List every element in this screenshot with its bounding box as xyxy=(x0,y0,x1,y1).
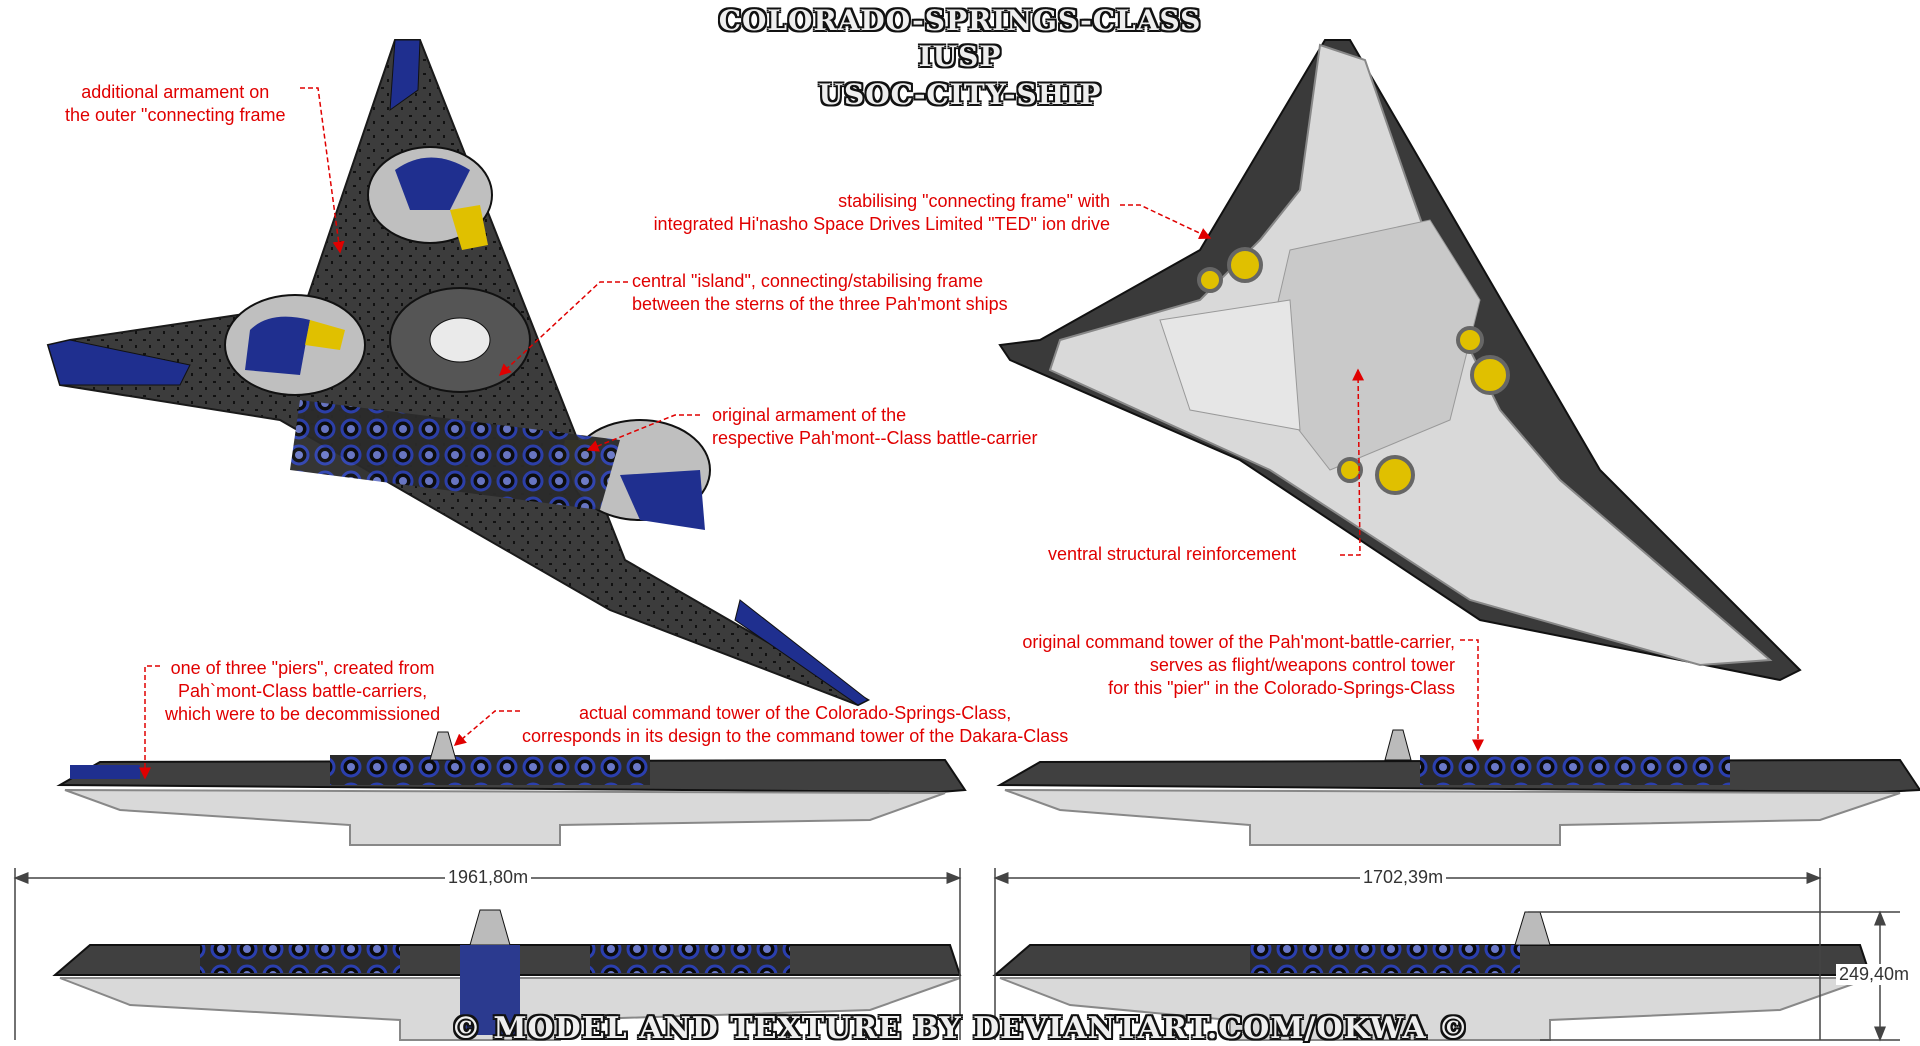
title-class-name: COLORADO-SPRINGS-CLASS xyxy=(718,4,1202,37)
note-connecting-frame: stabilising "connecting frame" with inte… xyxy=(653,191,1110,234)
note-piers: one of three "piers", created from Pah`m… xyxy=(165,658,441,724)
side-view-left xyxy=(56,731,967,846)
title-ship-type: USOC-CITY-SHIP xyxy=(818,78,1102,111)
rear-view-left xyxy=(52,909,962,1041)
side-view-right xyxy=(996,729,1920,846)
note-outer-armament: additional armament on the outer "connec… xyxy=(65,82,286,125)
ventral-view xyxy=(998,39,1802,682)
credit-watermark: © MODEL AND TEXTURE BY DEVIANTART.COM/OK… xyxy=(450,1011,1470,1046)
note-central-island: central "island", connecting/stabilising… xyxy=(632,271,1008,314)
dorsal-view xyxy=(46,39,871,707)
note-ventral-reinforcement: ventral structural reinforcement xyxy=(1048,544,1297,564)
dimension-length-right: 1702,39m xyxy=(1360,867,1447,888)
leader-lines xyxy=(139,87,1484,780)
note-command-tower: actual command tower of the Colorado-Spr… xyxy=(522,703,1069,746)
dimension-length-left: 1961,80m xyxy=(445,867,532,888)
note-original-tower: original command tower of the Pah'mont-b… xyxy=(1022,632,1455,698)
dimension-height: 249,40m xyxy=(1836,964,1913,985)
note-original-armament: original armament of the respective Pah'… xyxy=(712,405,1038,448)
title-designation: IUSP xyxy=(918,40,1002,73)
